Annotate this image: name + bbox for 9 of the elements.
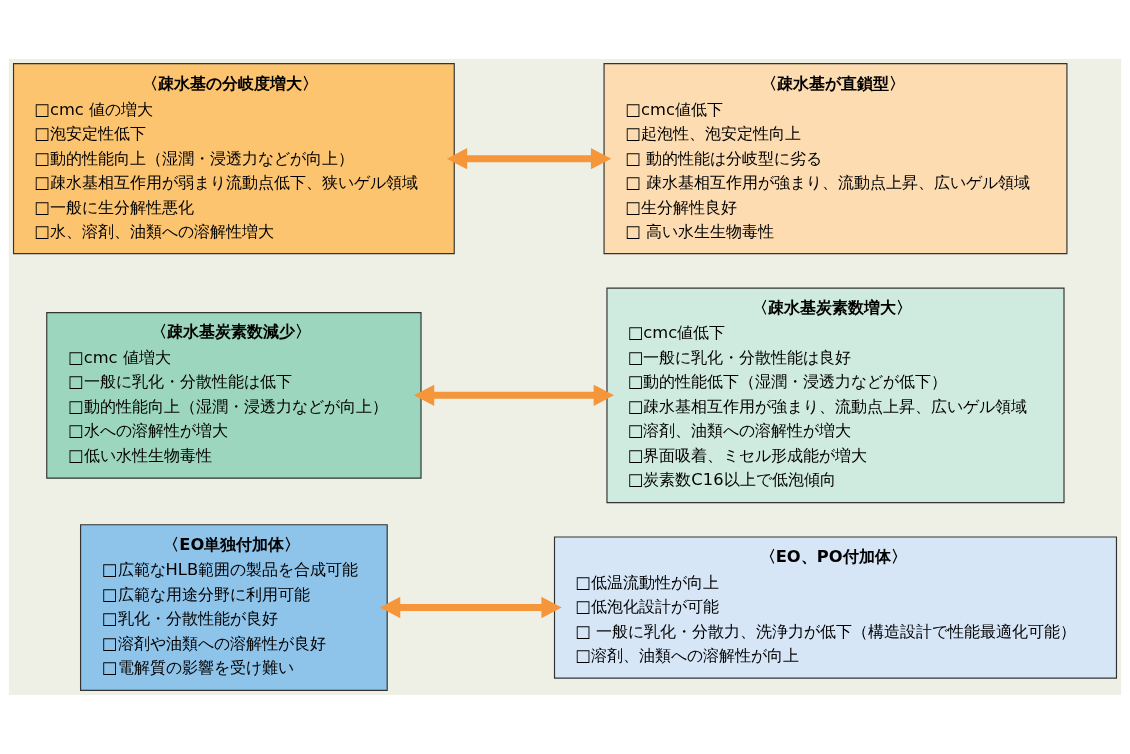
arrow [379, 596, 562, 619]
node-box: 〈EO、PO付加体〉 □低温流動性が向上 □低泡化設計が可能 □ 一般に乳化・分散力、洗浄力が低下（構造設計で性能最適化可能） □溶剤、油類への溶解性が向上 [553, 536, 1118, 679]
node-box: 〈疎水基の分岐度増大〉 □cmc 値の増大 □泡安定性低下 □動的性能向上（湿潤・浸透力などが向上） □疎水基相互作用が弱まり流動点低下、狭いゲル領域 □一般に生分解性悪化 □水、溶剤、油類への溶解性増大 [12, 63, 455, 255]
node-box: 〈疎水基が直鎖型〉 □cmc値低下 □起泡性、泡安定性向上 □ 動的性能は分岐型に劣る □ 疎水基相互作用が強まり、流動点上昇、広いゲル領域 □生分解性良好 □ 高い水生生物毒性 [603, 63, 1068, 255]
node-box: 〈疎水基炭素数増大〉 □cmc値低下 □一般に乳化・分散性能は良好 □動的性能低下（湿潤・浸透力などが低下） □疎水基相互作用が強まり、流動点上昇、広いゲル領域 □溶剤、油類への溶解性が増大 □界面吸着、ミセル形成能が増大 □炭素数C16以上で低泡傾向 [606, 287, 1065, 504]
arrow [413, 384, 614, 407]
arrow [446, 148, 612, 170]
node-box: 〈疎水基炭素数減少〉 □cmc 値増大 □一般に乳化・分散性能は低下 □動的性能向上（湿潤・浸透力などが向上） □水への溶解性が増大 □低い水性生物毒性 [46, 312, 422, 479]
node-box: 〈EO単独付加体〉 □広範なHLB範囲の製品を合成可能 □広範な用途分野に利用可能 □乳化・分散性能が良好 □溶剤や油類への溶解性が良好 □電解質の影響を受け難い [80, 524, 388, 691]
